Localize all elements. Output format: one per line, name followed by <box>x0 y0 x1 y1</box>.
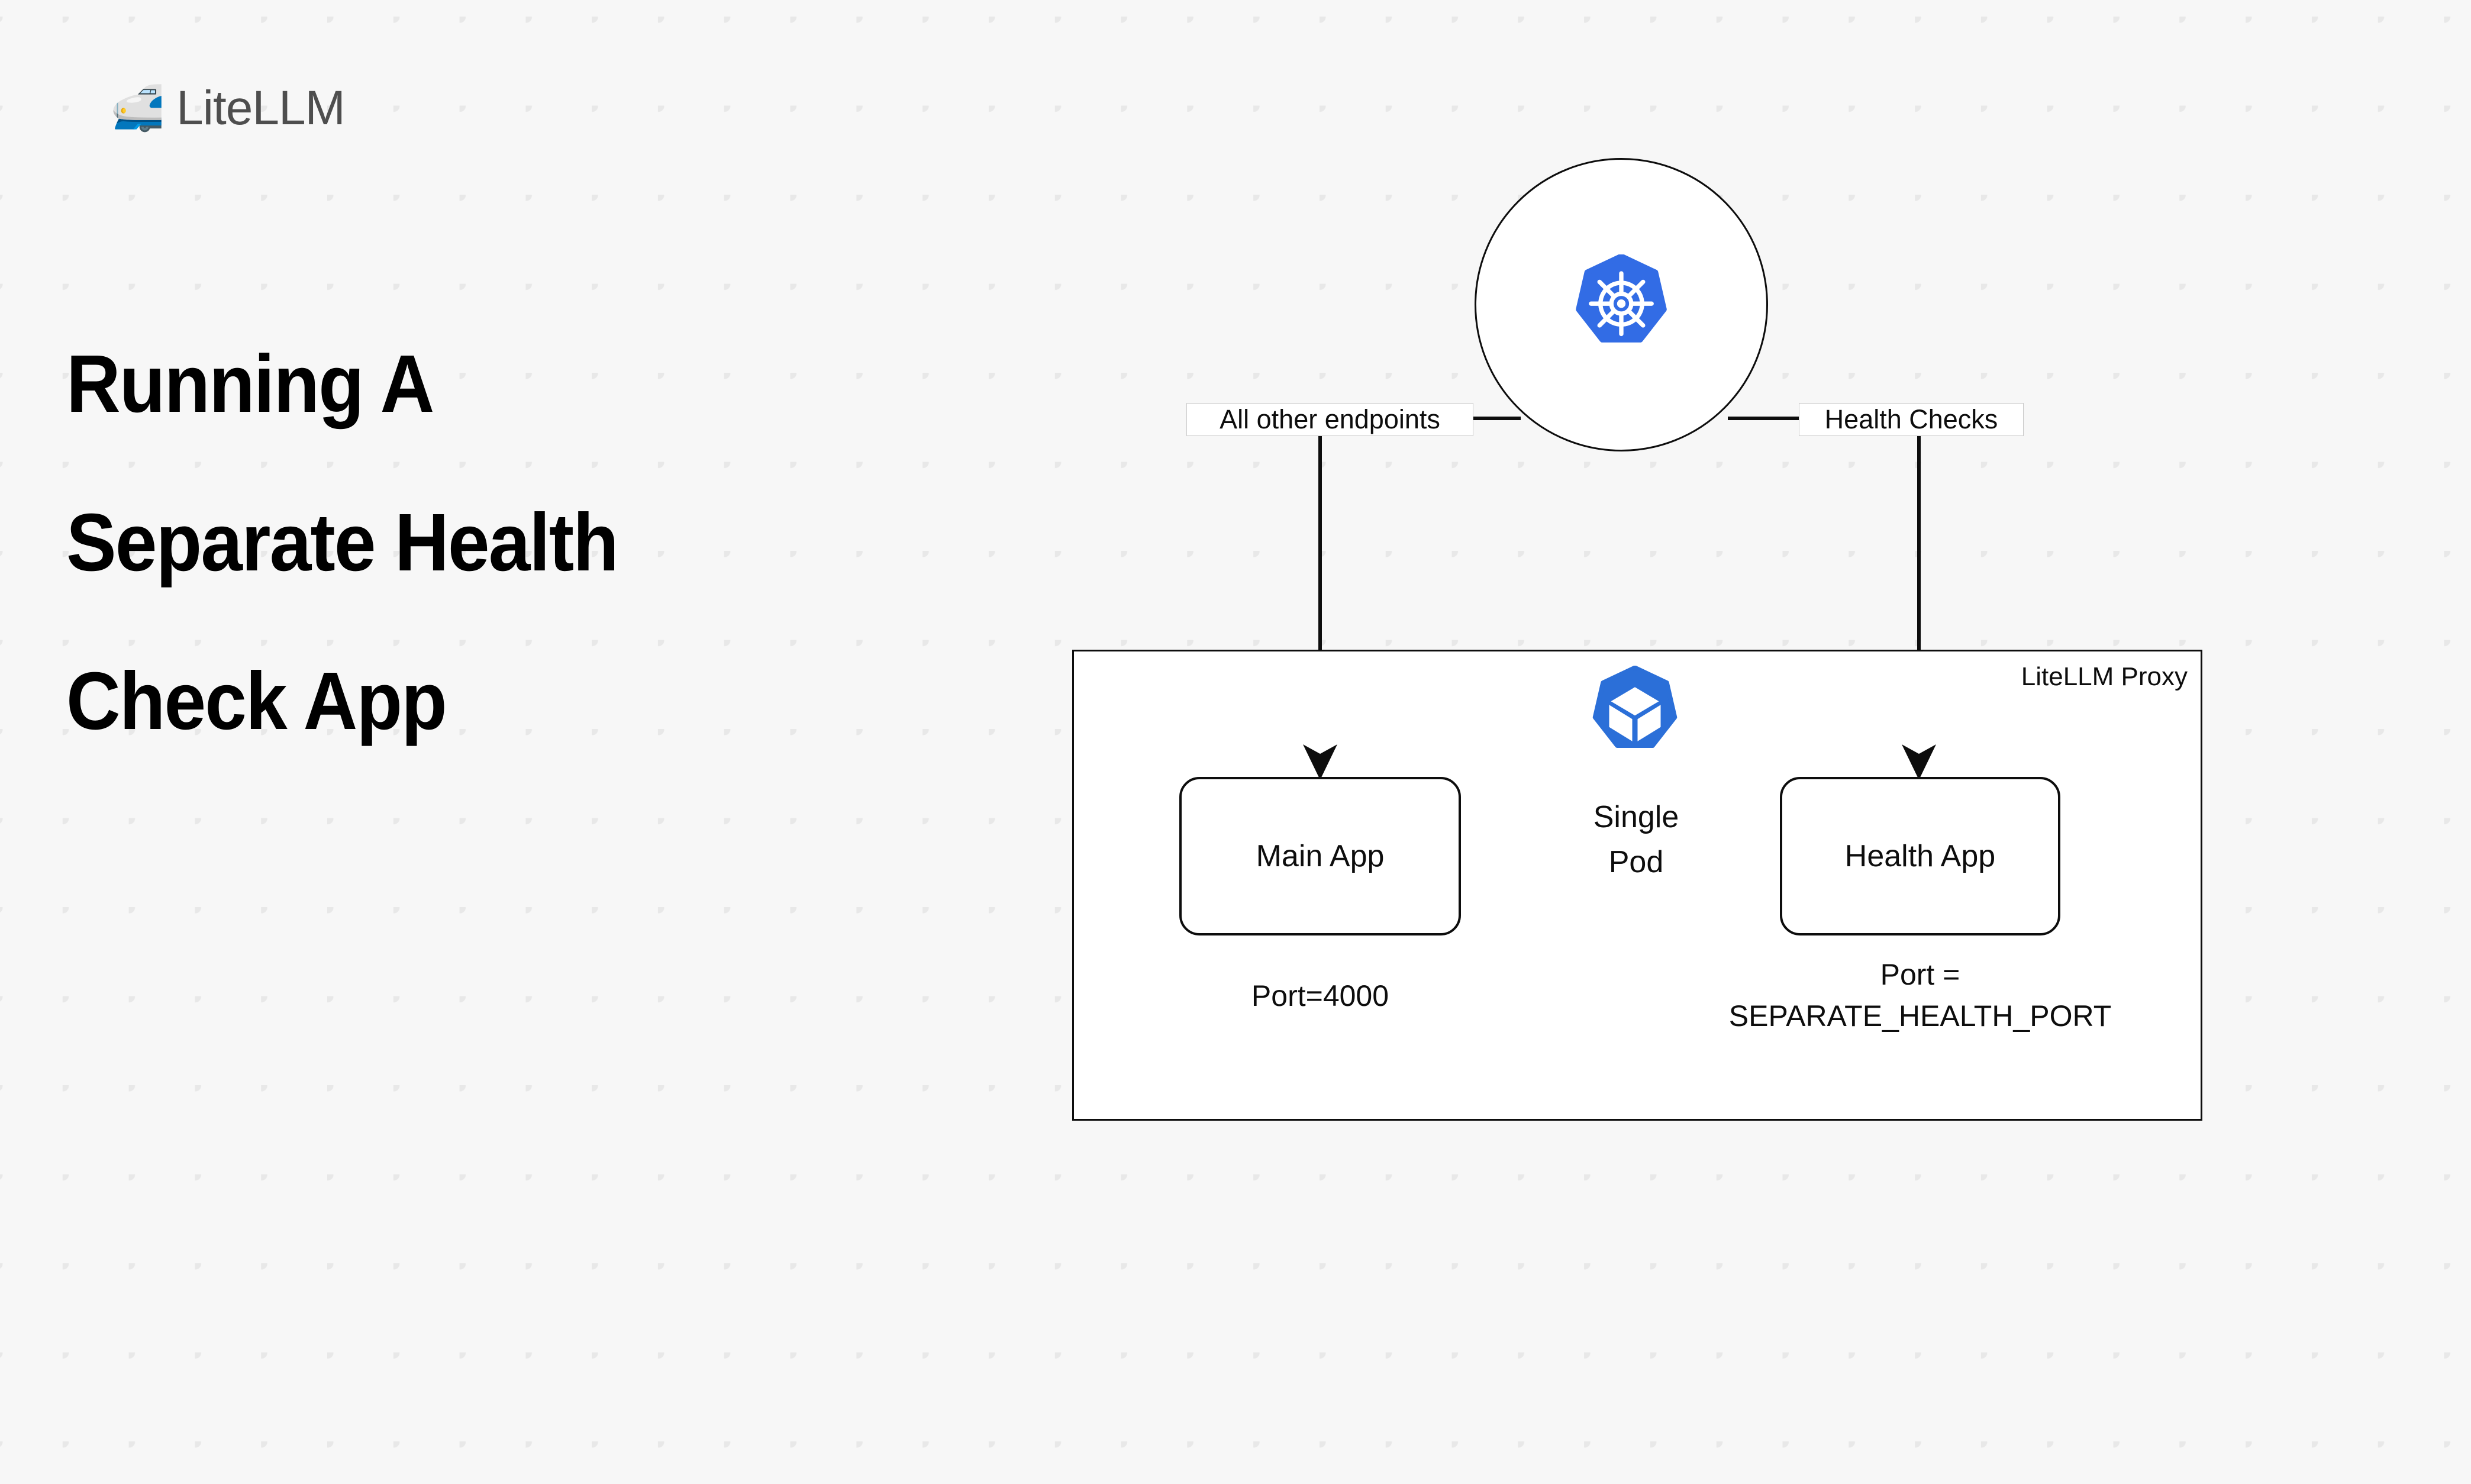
arrow-head-right <box>1902 744 1936 780</box>
main-app-node[interactable]: Main App <box>1179 777 1461 935</box>
page-title-line-3: Check App <box>66 656 447 747</box>
health-app-label: Health App <box>1844 839 1996 873</box>
main-app-label: Main App <box>1256 839 1385 873</box>
page-title: Running A Separate Health Check App <box>66 305 883 780</box>
health-app-port-caption: Port = SEPARATE_HEALTH_PORT <box>1728 958 2112 1033</box>
edge-label-health-checks: Health Checks <box>1799 403 2024 436</box>
page-title-line-2: Separate Health <box>66 497 619 588</box>
kubernetes-pod-icon <box>1592 666 1678 748</box>
connector-right-horizontal <box>1728 417 1837 420</box>
litellm-proxy-label: LiteLLM Proxy <box>2021 662 2188 691</box>
kubernetes-logo-icon <box>1576 254 1667 343</box>
brand-logo: 🚅 LiteLLM <box>110 76 346 141</box>
edge-label-all-other-endpoints: All other endpoints <box>1186 403 1473 436</box>
bullet-train-emoji: 🚅 <box>110 83 165 133</box>
connector-right-vertical <box>1917 418 1921 767</box>
main-app-port-caption: Port=4000 <box>1251 979 1389 1012</box>
brand-name: LiteLLM <box>176 81 346 135</box>
arrow-head-left <box>1303 744 1337 780</box>
health-app-node[interactable]: Health App <box>1780 777 2060 935</box>
connector-left-vertical <box>1318 418 1322 767</box>
single-pod-caption: Single Pod <box>1593 800 1679 879</box>
page-title-line-1: Running A <box>66 338 434 430</box>
